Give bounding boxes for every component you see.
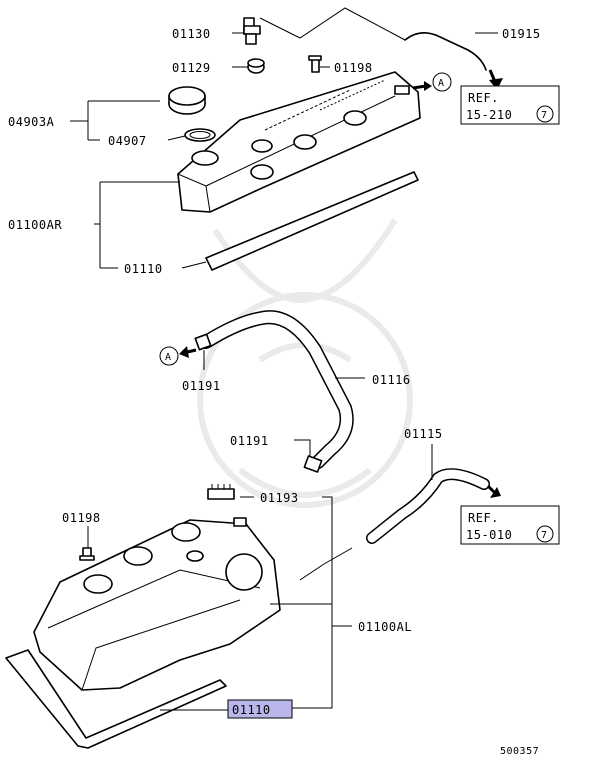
ref2-number: 15-010 <box>466 528 512 542</box>
rocker-cover-01100AL <box>33 517 281 691</box>
leader-lines <box>70 7 498 711</box>
ref2-word: REF. <box>468 511 499 525</box>
label-01191-b[interactable]: 01191 <box>230 434 269 448</box>
label-01110-bottom[interactable]: 01110 <box>232 703 271 717</box>
label-01100AL[interactable]: 01100AL <box>358 620 412 634</box>
bolt-01198-top <box>308 55 322 73</box>
gasket-01110-bottom <box>5 649 227 749</box>
label-01110-top[interactable]: 01110 <box>124 262 163 276</box>
ref-box-15-210[interactable]: REF. 15-210 7 <box>460 85 560 125</box>
ref1-word: REF. <box>468 91 499 105</box>
label-01193[interactable]: 01193 <box>260 491 299 505</box>
marker-a-top-text: A <box>438 78 445 89</box>
bolt-01198-bottom <box>79 547 95 561</box>
ref1-circle <box>536 105 554 123</box>
connector-01193 <box>207 484 235 500</box>
label-04903A[interactable]: 04903A <box>8 115 55 129</box>
gasket-04907 <box>184 128 216 142</box>
marker-a-mid-text: A <box>165 352 172 363</box>
ref1-number: 15-210 <box>466 108 512 122</box>
label-01130[interactable]: 01130 <box>172 27 211 41</box>
pcv-fitting-01130 <box>243 17 261 45</box>
clamp-01191-a <box>194 333 212 351</box>
label-04907[interactable]: 04907 <box>108 134 147 148</box>
marker-a-mid <box>159 346 179 366</box>
diagram-id: 500357 <box>500 746 539 757</box>
label-01129[interactable]: 01129 <box>172 61 211 75</box>
rocker-cover-01100AR <box>177 71 421 213</box>
highlight-01110 <box>227 699 293 719</box>
ref-box-15-010[interactable]: REF. 15-010 7 <box>460 505 560 545</box>
ref1-circle-text: 7 <box>541 110 548 121</box>
hose-01915 <box>404 32 487 71</box>
marker-a-top <box>432 72 452 92</box>
ref2-circle-text: 7 <box>541 530 548 541</box>
hose-01116 <box>199 310 354 469</box>
label-01915[interactable]: 01915 <box>502 27 541 41</box>
gasket-01110-top <box>205 171 419 271</box>
label-01100AR[interactable]: 01100AR <box>8 218 62 232</box>
label-01116[interactable]: 01116 <box>372 373 411 387</box>
label-01198-bottom[interactable]: 01198 <box>62 511 101 525</box>
label-01191-a[interactable]: 01191 <box>182 379 221 393</box>
label-01115[interactable]: 01115 <box>404 427 443 441</box>
ref2-circle <box>536 525 554 543</box>
grommet-01129 <box>247 58 265 74</box>
watermark-emblem <box>197 218 413 508</box>
label-01198-top[interactable]: 01198 <box>334 61 373 75</box>
clamp-01191-b <box>303 455 323 473</box>
oil-filler-cap-04903A <box>168 86 206 115</box>
